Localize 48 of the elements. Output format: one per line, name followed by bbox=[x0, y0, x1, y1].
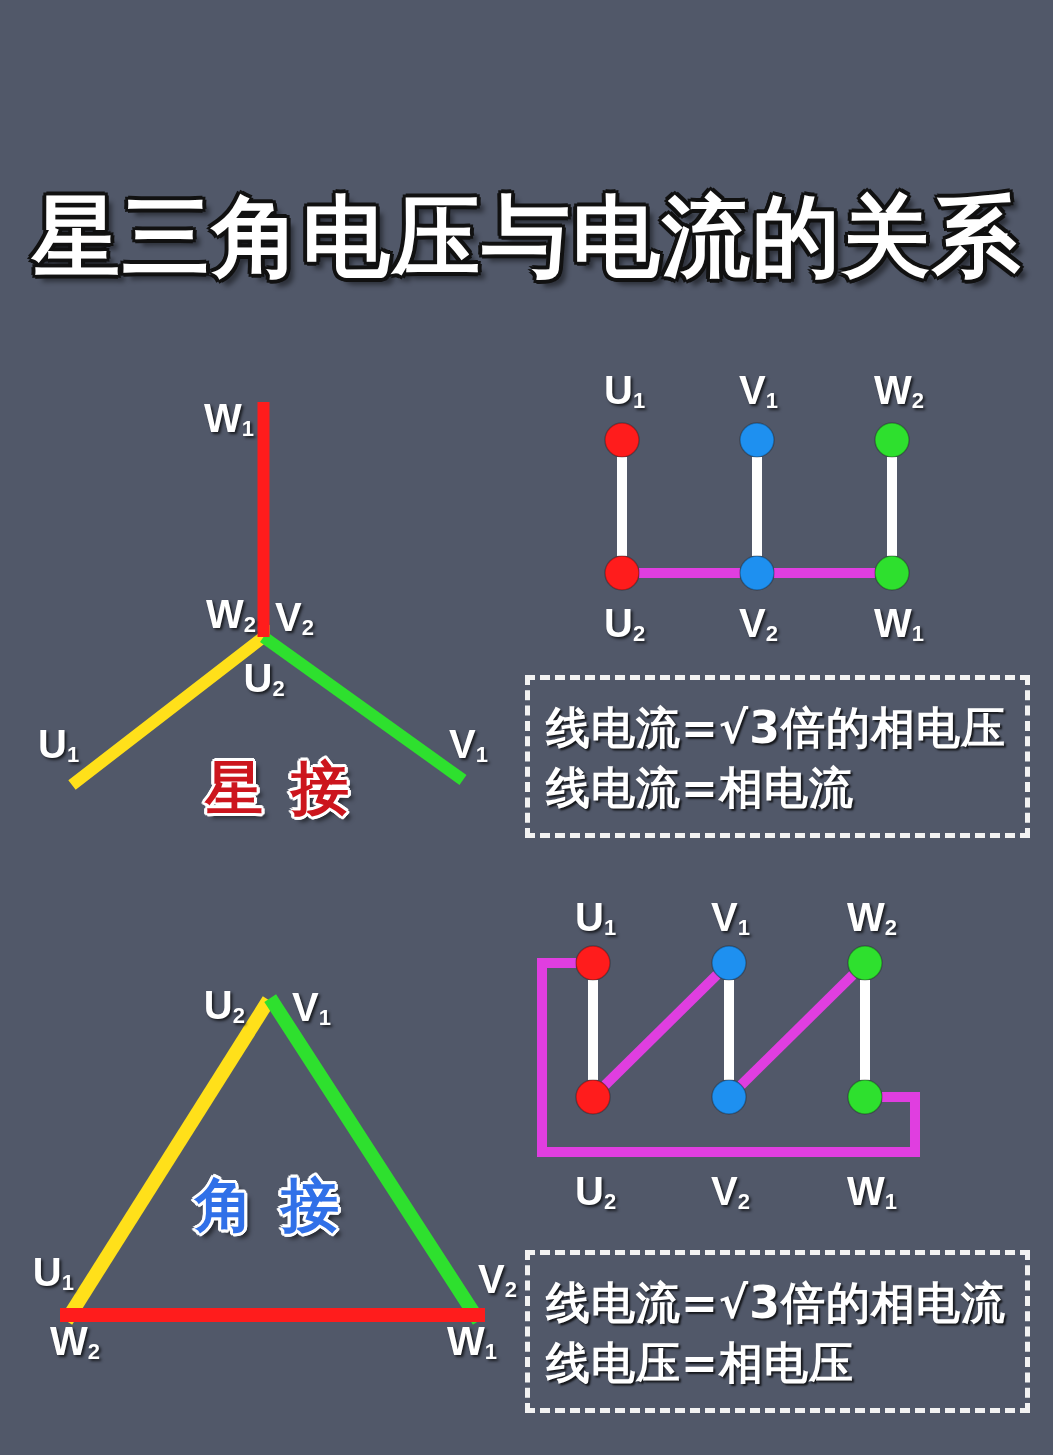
winding-bar bbox=[63, 999, 272, 1322]
wire bbox=[617, 457, 627, 556]
wire bbox=[887, 457, 897, 556]
connection-name: 角接 bbox=[195, 1170, 339, 1240]
wire bbox=[601, 971, 721, 1089]
wire bbox=[860, 980, 870, 1080]
winding-bar bbox=[257, 402, 270, 637]
terminal-label: U$_{2}$ bbox=[604, 606, 646, 642]
winding-bar bbox=[260, 632, 467, 785]
terminal-label: U$_{1}$ bbox=[604, 373, 646, 409]
terminal-label: V$_{2}$ bbox=[711, 1174, 750, 1210]
wire bbox=[752, 457, 762, 556]
terminal-label: W$_{2}$ bbox=[847, 900, 897, 936]
terminal-label: U$_{2}$ bbox=[243, 661, 285, 697]
terminal-label: U$_{1}$ bbox=[32, 1255, 74, 1291]
terminal-label: W$_{1}$ bbox=[204, 401, 254, 437]
terminal-label: V$_{1}$ bbox=[711, 900, 750, 936]
formula-text: 线电流=√3倍的相电流 bbox=[546, 1276, 1006, 1330]
note-box bbox=[525, 1250, 1030, 1413]
terminal-label: U$_{2}$ bbox=[575, 1174, 617, 1210]
wire bbox=[537, 958, 920, 1157]
terminal-label: U$_{2}$ bbox=[203, 988, 245, 1024]
wire bbox=[724, 980, 734, 1080]
terminal-label: W$_{1}$ bbox=[874, 606, 924, 642]
title: 星三角电压与电流的关系 bbox=[31, 186, 1022, 288]
wire bbox=[639, 568, 740, 578]
terminal-label: V$_{1}$ bbox=[739, 373, 778, 409]
terminal-label: V$_{2}$ bbox=[275, 600, 314, 636]
note-box bbox=[525, 675, 1030, 838]
terminal-label: W$_{2}$ bbox=[874, 373, 924, 409]
formula-text: 线电流=√3倍的相电压 bbox=[546, 701, 1006, 755]
connection-name: 星接 bbox=[205, 753, 349, 823]
terminal-label: U$_{1}$ bbox=[38, 727, 80, 763]
terminal-label: V$_{2}$ bbox=[739, 606, 778, 642]
terminal-label: U$_{1}$ bbox=[575, 900, 617, 936]
terminal-label: W$_{1}$ bbox=[847, 1174, 897, 1210]
terminal-label: W$_{1}$ bbox=[447, 1324, 497, 1360]
terminal-label: V$_{1}$ bbox=[449, 727, 488, 763]
wire bbox=[588, 980, 598, 1080]
terminal-label: V$_{2}$ bbox=[478, 1262, 517, 1298]
wire bbox=[737, 971, 857, 1089]
terminal-label: W$_{2}$ bbox=[50, 1324, 100, 1360]
winding-bar bbox=[60, 1308, 485, 1322]
formula-text: 线电压=相电压 bbox=[546, 1336, 854, 1390]
wire bbox=[774, 568, 875, 578]
terminal-label: V$_{1}$ bbox=[292, 990, 331, 1026]
formula-text: 线电流=相电流 bbox=[546, 761, 854, 815]
terminal-label: W$_{2}$ bbox=[206, 597, 256, 633]
